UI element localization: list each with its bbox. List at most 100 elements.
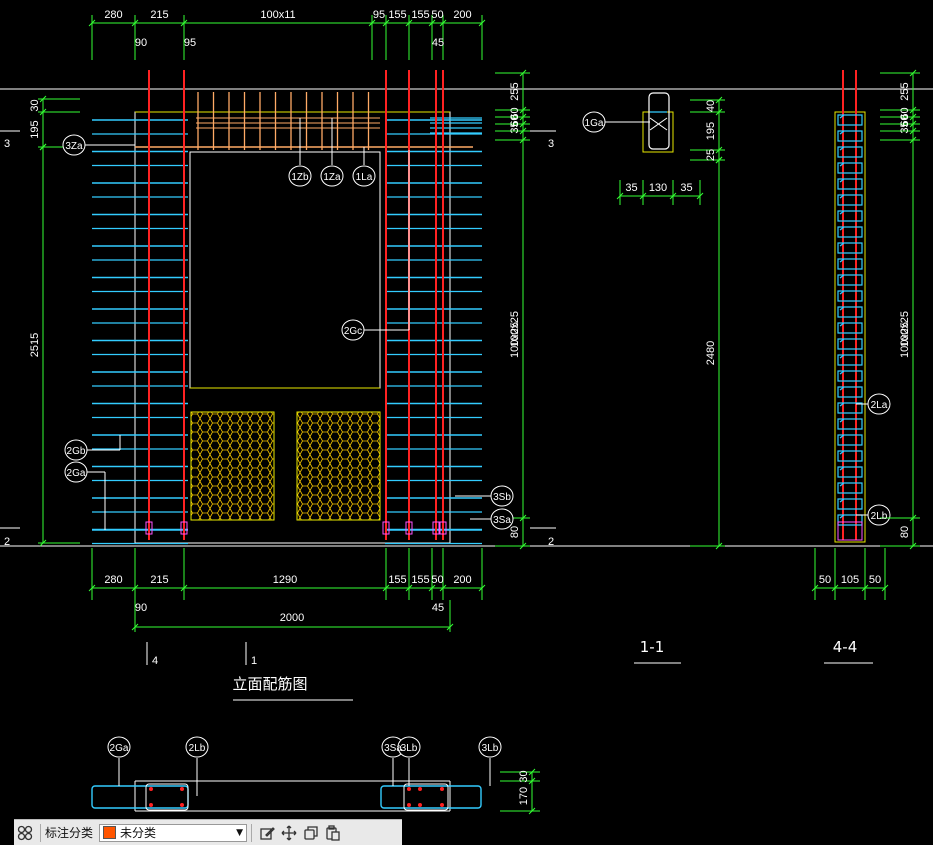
section-4-stirrup xyxy=(837,146,863,158)
category-label: 标注分类 xyxy=(45,826,94,840)
dimension-text: 30 xyxy=(29,99,41,111)
dimension-tick xyxy=(131,584,139,592)
section-4-stirrup xyxy=(837,514,863,526)
dimension-tick xyxy=(528,777,536,785)
dimension-text: 50 xyxy=(431,574,443,586)
dimension-tick xyxy=(519,120,527,128)
toolbar-divider xyxy=(251,823,253,842)
dimension-tick xyxy=(405,19,413,27)
rebar-tag-label: 2Lb xyxy=(189,743,206,754)
plan-rebar-dot xyxy=(440,787,444,791)
toolbar-divider xyxy=(40,823,41,842)
plan-rebar-dot xyxy=(149,803,153,807)
rebar-foot xyxy=(405,521,413,535)
rebar-tag-label: 1Zb xyxy=(291,172,309,183)
rebar-foot xyxy=(439,521,447,535)
dimension-text: 45 xyxy=(432,602,444,614)
dimension-tick xyxy=(39,539,47,547)
dimension-text: 60 xyxy=(899,107,911,119)
dimension-tick xyxy=(439,19,447,27)
dimension-tick xyxy=(180,584,188,592)
dimension-text: 100x25 xyxy=(899,322,911,358)
dimension-tick xyxy=(696,192,704,200)
dimension-text: 95 xyxy=(184,37,196,49)
dimension-text: 90 xyxy=(135,602,147,614)
edit-icon[interactable] xyxy=(256,822,278,844)
dimension-text: 155 xyxy=(411,9,429,21)
category-select-value: 未分类 xyxy=(120,826,157,840)
section-4-stirrup xyxy=(837,290,863,302)
dimension-tick xyxy=(88,19,96,27)
section-4-stirrup xyxy=(837,402,863,414)
section-4-outline xyxy=(834,111,866,543)
rebar-tag-label: 3Lb xyxy=(401,743,418,754)
dimension-text: 255 xyxy=(509,82,521,100)
dimension-text: 95 xyxy=(373,9,385,21)
plan-rebar-dot xyxy=(407,803,411,807)
dimension-tick xyxy=(909,69,917,77)
dimension-text: 155 xyxy=(388,9,406,21)
section-4-stirrup xyxy=(837,370,863,382)
rebar-tag-label: 1La xyxy=(356,172,373,183)
section-4-stirrup xyxy=(837,450,863,462)
dimension-tick xyxy=(528,807,536,815)
view-ref-label: 4 xyxy=(152,655,158,667)
plan-rebar-dot xyxy=(418,787,422,791)
dimension-tick xyxy=(831,584,839,592)
rebar-tag-bubble xyxy=(478,736,502,758)
section-4-stirrup xyxy=(837,194,863,206)
section-4-foot xyxy=(837,521,863,541)
dimension-text: 280 xyxy=(104,9,122,21)
dimension-text: 2000 xyxy=(280,612,304,624)
dimension-tick xyxy=(639,192,647,200)
dimension-tick xyxy=(478,19,486,27)
dimension-text: 195 xyxy=(29,120,41,138)
section-4-stirrup xyxy=(837,114,863,126)
copy-icon[interactable] xyxy=(300,822,322,844)
dimension-tick xyxy=(528,768,536,776)
section-4-stirrup xyxy=(837,466,863,478)
section-cut-label: 3 xyxy=(548,138,554,150)
rebar-tag-label: 3Za xyxy=(65,141,83,152)
rebar-foot xyxy=(180,521,188,535)
mesh-panel-right xyxy=(296,411,381,521)
dimension-tick xyxy=(519,127,527,135)
geometry-layer xyxy=(0,15,933,815)
dimension-tick xyxy=(519,113,527,121)
rebar-tag-label: 3Sa xyxy=(493,515,511,526)
section-4-stirrup xyxy=(837,210,863,222)
rebar-tag-label: 3Sb xyxy=(493,492,511,503)
dimension-tick xyxy=(519,514,527,522)
door-opening xyxy=(189,151,381,389)
paste-icon[interactable] xyxy=(322,822,344,844)
rebar-tag-label: 1Ga xyxy=(585,118,604,129)
section-4-stirrup xyxy=(837,338,863,350)
drawing-title: 立面配筋图 xyxy=(232,675,307,693)
move-icon[interactable] xyxy=(278,822,300,844)
rebar-tag-bubble xyxy=(185,736,209,758)
dimension-tick xyxy=(478,584,486,592)
plan-rebar-dot xyxy=(149,787,153,791)
rebar-tag-label: 3Lb xyxy=(482,743,499,754)
dimension-tick xyxy=(715,542,723,550)
rebar-tag-label: 2Lb xyxy=(871,511,888,522)
section-4-stirrup xyxy=(837,258,863,270)
dimension-tick xyxy=(131,623,139,631)
grid-icon[interactable] xyxy=(14,822,36,844)
dimension-tick xyxy=(446,623,454,631)
section-4-stirrup xyxy=(837,322,863,334)
plan-rebar-dot xyxy=(407,787,411,791)
dimension-text: 35 xyxy=(899,121,911,133)
dimension-tick xyxy=(519,542,527,550)
rebar-tag-bubble xyxy=(352,165,376,187)
category-select[interactable]: 未分类 ▼ xyxy=(99,823,248,842)
dimension-text: 80 xyxy=(509,526,521,538)
dimension-tick xyxy=(88,584,96,592)
category-color-swatch xyxy=(103,826,117,839)
section-4-stirrup xyxy=(837,274,863,286)
rebar-tag-bubble xyxy=(397,736,421,758)
dimension-tick xyxy=(180,19,188,27)
dimension-text: 40 xyxy=(705,100,717,112)
dimension-text: 90 xyxy=(135,37,147,49)
